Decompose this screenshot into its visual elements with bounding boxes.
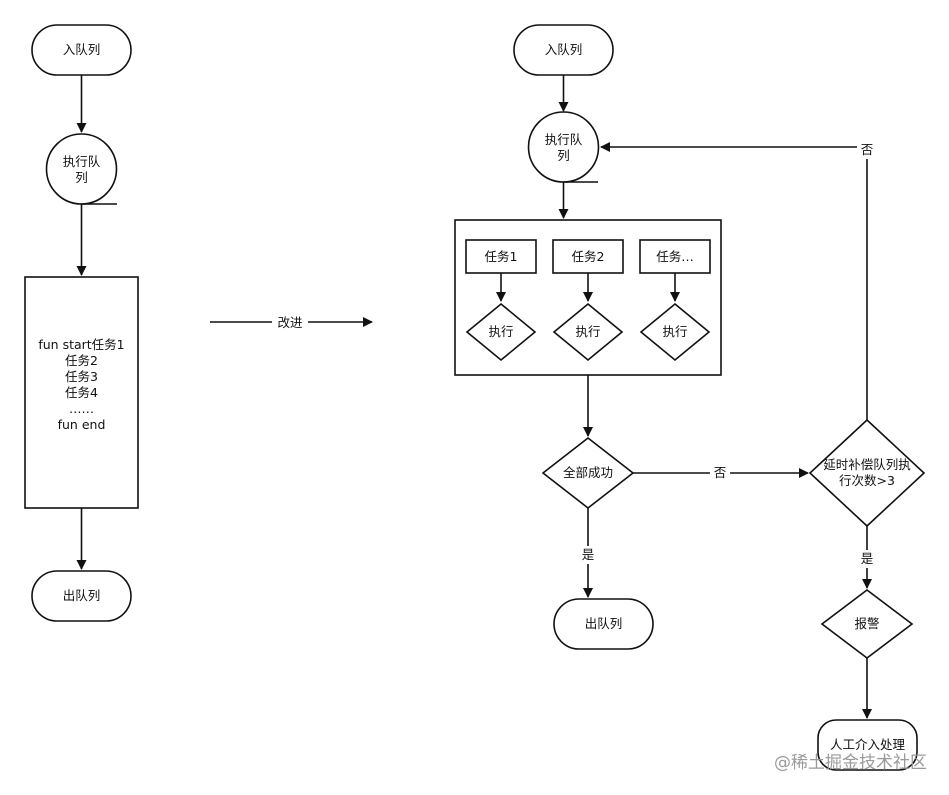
left-execute-queue-line2: 列 [75, 170, 88, 185]
alarm-label: 报警 [854, 616, 879, 631]
left-block-line-4: 任务4 [65, 385, 98, 400]
left-flow: 入队列 执行队 列 fun start任务1 任务2 任务3 任务4 …… fu… [24, 24, 139, 622]
left-dequeue-label: 出队列 [63, 588, 101, 603]
task-1-label: 任务1 [485, 249, 518, 264]
task-3-label: 任务… [656, 249, 694, 264]
task-1-execute-diamond [465, 302, 537, 362]
left-block-line-3: 任务3 [65, 369, 98, 384]
task-3-box [639, 239, 711, 274]
right-dequeue-label: 出队列 [585, 616, 623, 631]
task-2-label: 任务2 [572, 249, 605, 264]
task-1-execute-label: 执行 [488, 324, 513, 339]
left-block-line-6: fun end [58, 417, 106, 432]
right-execute-queue-node [527, 111, 600, 183]
right-execute-queue-line2: 列 [557, 148, 570, 163]
task-2-execute-diamond [552, 302, 624, 362]
retry-check-line2: 行次数>3 [839, 473, 895, 488]
task-3-group: 任务… 执行 [639, 239, 711, 362]
manual-intervention-node [817, 719, 918, 771]
all-success-no-label: 否 [714, 465, 727, 480]
retry-yes-label: 是 [861, 551, 874, 566]
task-1-group: 任务1 执行 [465, 239, 537, 362]
task-3-execute-diamond [639, 302, 711, 362]
task-2-box [552, 239, 624, 274]
improve-label: 改进 [277, 315, 303, 330]
left-dequeue-node [31, 570, 132, 622]
right-execute-queue-line1: 执行队 [545, 132, 583, 147]
task-2-group: 任务2 执行 [552, 239, 624, 362]
task-3-execute-label: 执行 [662, 324, 687, 339]
left-block-line-1: fun start任务1 [38, 337, 124, 352]
left-execute-queue-node [45, 133, 118, 205]
right-enqueue-label: 入队列 [545, 42, 583, 57]
all-success-label: 全部成功 [563, 465, 613, 480]
manual-intervention-label: 人工介入处理 [830, 737, 906, 752]
watermark: @稀土掘金技术社区 [774, 753, 927, 773]
retry-no-label: 否 [861, 142, 874, 157]
left-block-line-5: …… [69, 401, 94, 416]
left-enqueue-label: 入队列 [63, 42, 101, 57]
right-dequeue-node [553, 598, 654, 650]
left-execute-queue-line1: 执行队 [63, 154, 101, 169]
left-block-line-2: 任务2 [65, 353, 98, 368]
improve-arrow: 改进 [210, 313, 373, 331]
task-2-execute-label: 执行 [575, 324, 600, 339]
task-1-box [465, 239, 537, 274]
right-flow: 入队列 执行队 列 任务1 执行 任务2 执行 任务… [454, 24, 926, 771]
retry-check-line1: 延时补偿队列执 [823, 457, 911, 472]
all-success-yes-label: 是 [582, 547, 595, 562]
